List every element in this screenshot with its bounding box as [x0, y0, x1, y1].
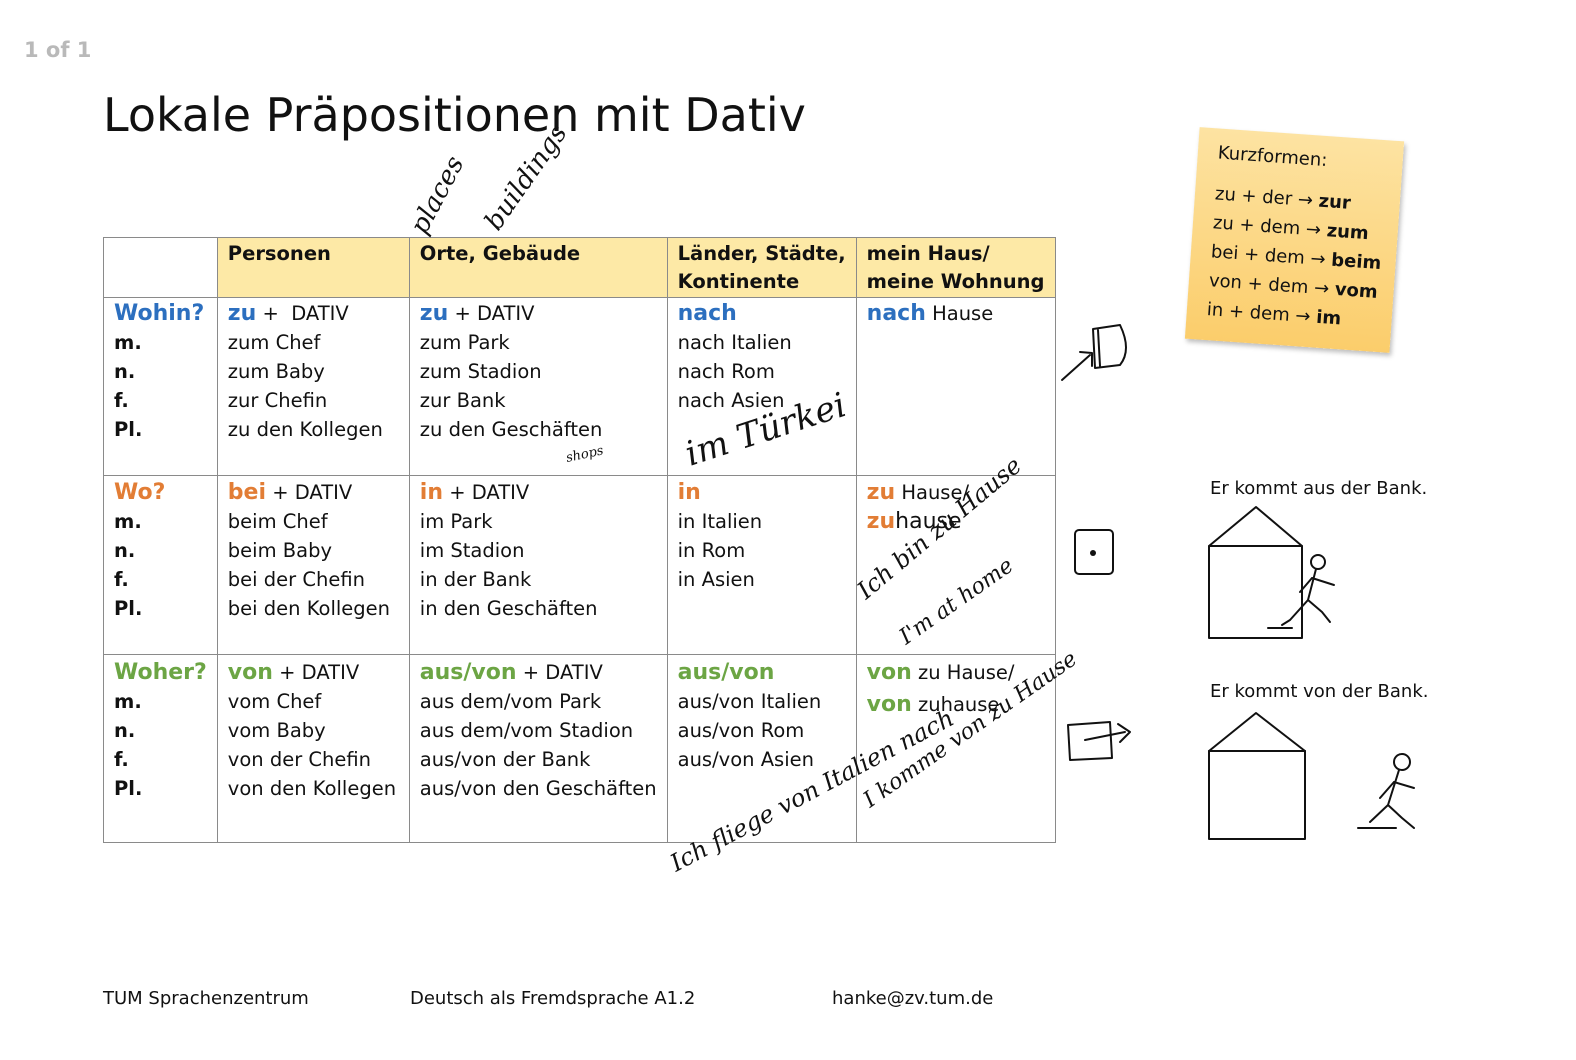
- house-von-drawing: [1208, 712, 1306, 840]
- cell-wo-orte: in + DATIV im Park im Stadion in der Ban…: [408, 475, 668, 655]
- footer-course: Deutsch als Fremdsprache A1.2: [410, 988, 696, 1009]
- illustration-caption-von: Er kommt von der Bank.: [1210, 681, 1429, 702]
- symbol-in-box-icon: [1074, 529, 1114, 575]
- table-row-wohin: Wohin? m. n. f. Pl. zu + DATIV zum Chef …: [103, 297, 1056, 476]
- cell-woher-personen: von + DATIV vom Chef vom Baby von der Ch…: [216, 654, 410, 843]
- symbol-into-box-icon: [1061, 324, 1127, 381]
- question-cell-wo: Wo? m. n. f. Pl.: [103, 475, 218, 655]
- table-corner-cell: [103, 237, 218, 298]
- page-title: Lokale Präpositionen mit Dativ: [103, 88, 806, 142]
- page-counter: 1 of 1: [24, 38, 92, 62]
- stick-figure-leaving-house-icon: [1267, 554, 1335, 629]
- symbol-out-of-box-icon: [1067, 721, 1131, 761]
- kurzformen-sticky-note: Kurzformen: zu + der → zur zu + dem → zu…: [1184, 127, 1405, 353]
- footer-institution: TUM Sprachenzentrum: [103, 988, 309, 1009]
- table-header-row: Personen Orte, Gebäude Länder, Städte, K…: [103, 237, 1056, 298]
- header-orte: Orte, Gebäude: [408, 237, 668, 298]
- cell-wo-laender: in in Italien in Rom in Asien: [666, 475, 857, 655]
- table-row-wo: Wo? m. n. f. Pl. bei + DATIV beim Chef b…: [103, 475, 1056, 655]
- handwritten-places: places: [405, 151, 471, 239]
- cell-woher-laender: aus/von aus/von Italien aus/von Rom aus/…: [666, 654, 857, 843]
- footer-email: hanke@zv.tum.de: [832, 988, 994, 1009]
- table-row-woher: Woher? m. n. f. Pl. von + DATIV vom Chef…: [103, 654, 1056, 843]
- header-laender: Länder, Städte, Kontinente: [666, 237, 857, 298]
- cell-wo-personen: bei + DATIV beim Chef beim Baby bei der …: [216, 475, 410, 655]
- cell-woher-orte: aus/von + DATIV aus dem/vom Park aus dem…: [408, 654, 668, 843]
- cell-woher-haus: von zu Hause/ von zuhause: [855, 654, 1056, 843]
- cell-wohin-personen: zu + DATIV zum Chef zum Baby zur Chefin …: [216, 297, 410, 476]
- cell-wohin-orte: zu + DATIV zum Park zum Stadion zur Bank…: [408, 297, 668, 476]
- illustration-caption-aus: Er kommt aus der Bank.: [1210, 478, 1428, 499]
- header-personen: Personen: [216, 237, 410, 298]
- question-cell-woher: Woher? m. n. f. Pl.: [103, 654, 218, 843]
- question-cell-wohin: Wohin? m. n. f. Pl.: [103, 297, 218, 476]
- cell-wo-haus: zu Hause/ zuhause: [855, 475, 1056, 655]
- cell-wohin-haus: nach Hause: [855, 297, 1056, 476]
- cell-wohin-laender: nach nach Italien nach Rom nach Asien: [666, 297, 857, 476]
- stick-figure-walking-away-icon: [1357, 753, 1415, 829]
- kurzformen-title: Kurzformen:: [1217, 142, 1329, 172]
- header-haus: mein Haus/ meine Wohnung: [855, 237, 1056, 298]
- prepositions-table: Personen Orte, Gebäude Länder, Städte, K…: [103, 237, 1056, 843]
- house-aus-drawing: [1208, 506, 1303, 639]
